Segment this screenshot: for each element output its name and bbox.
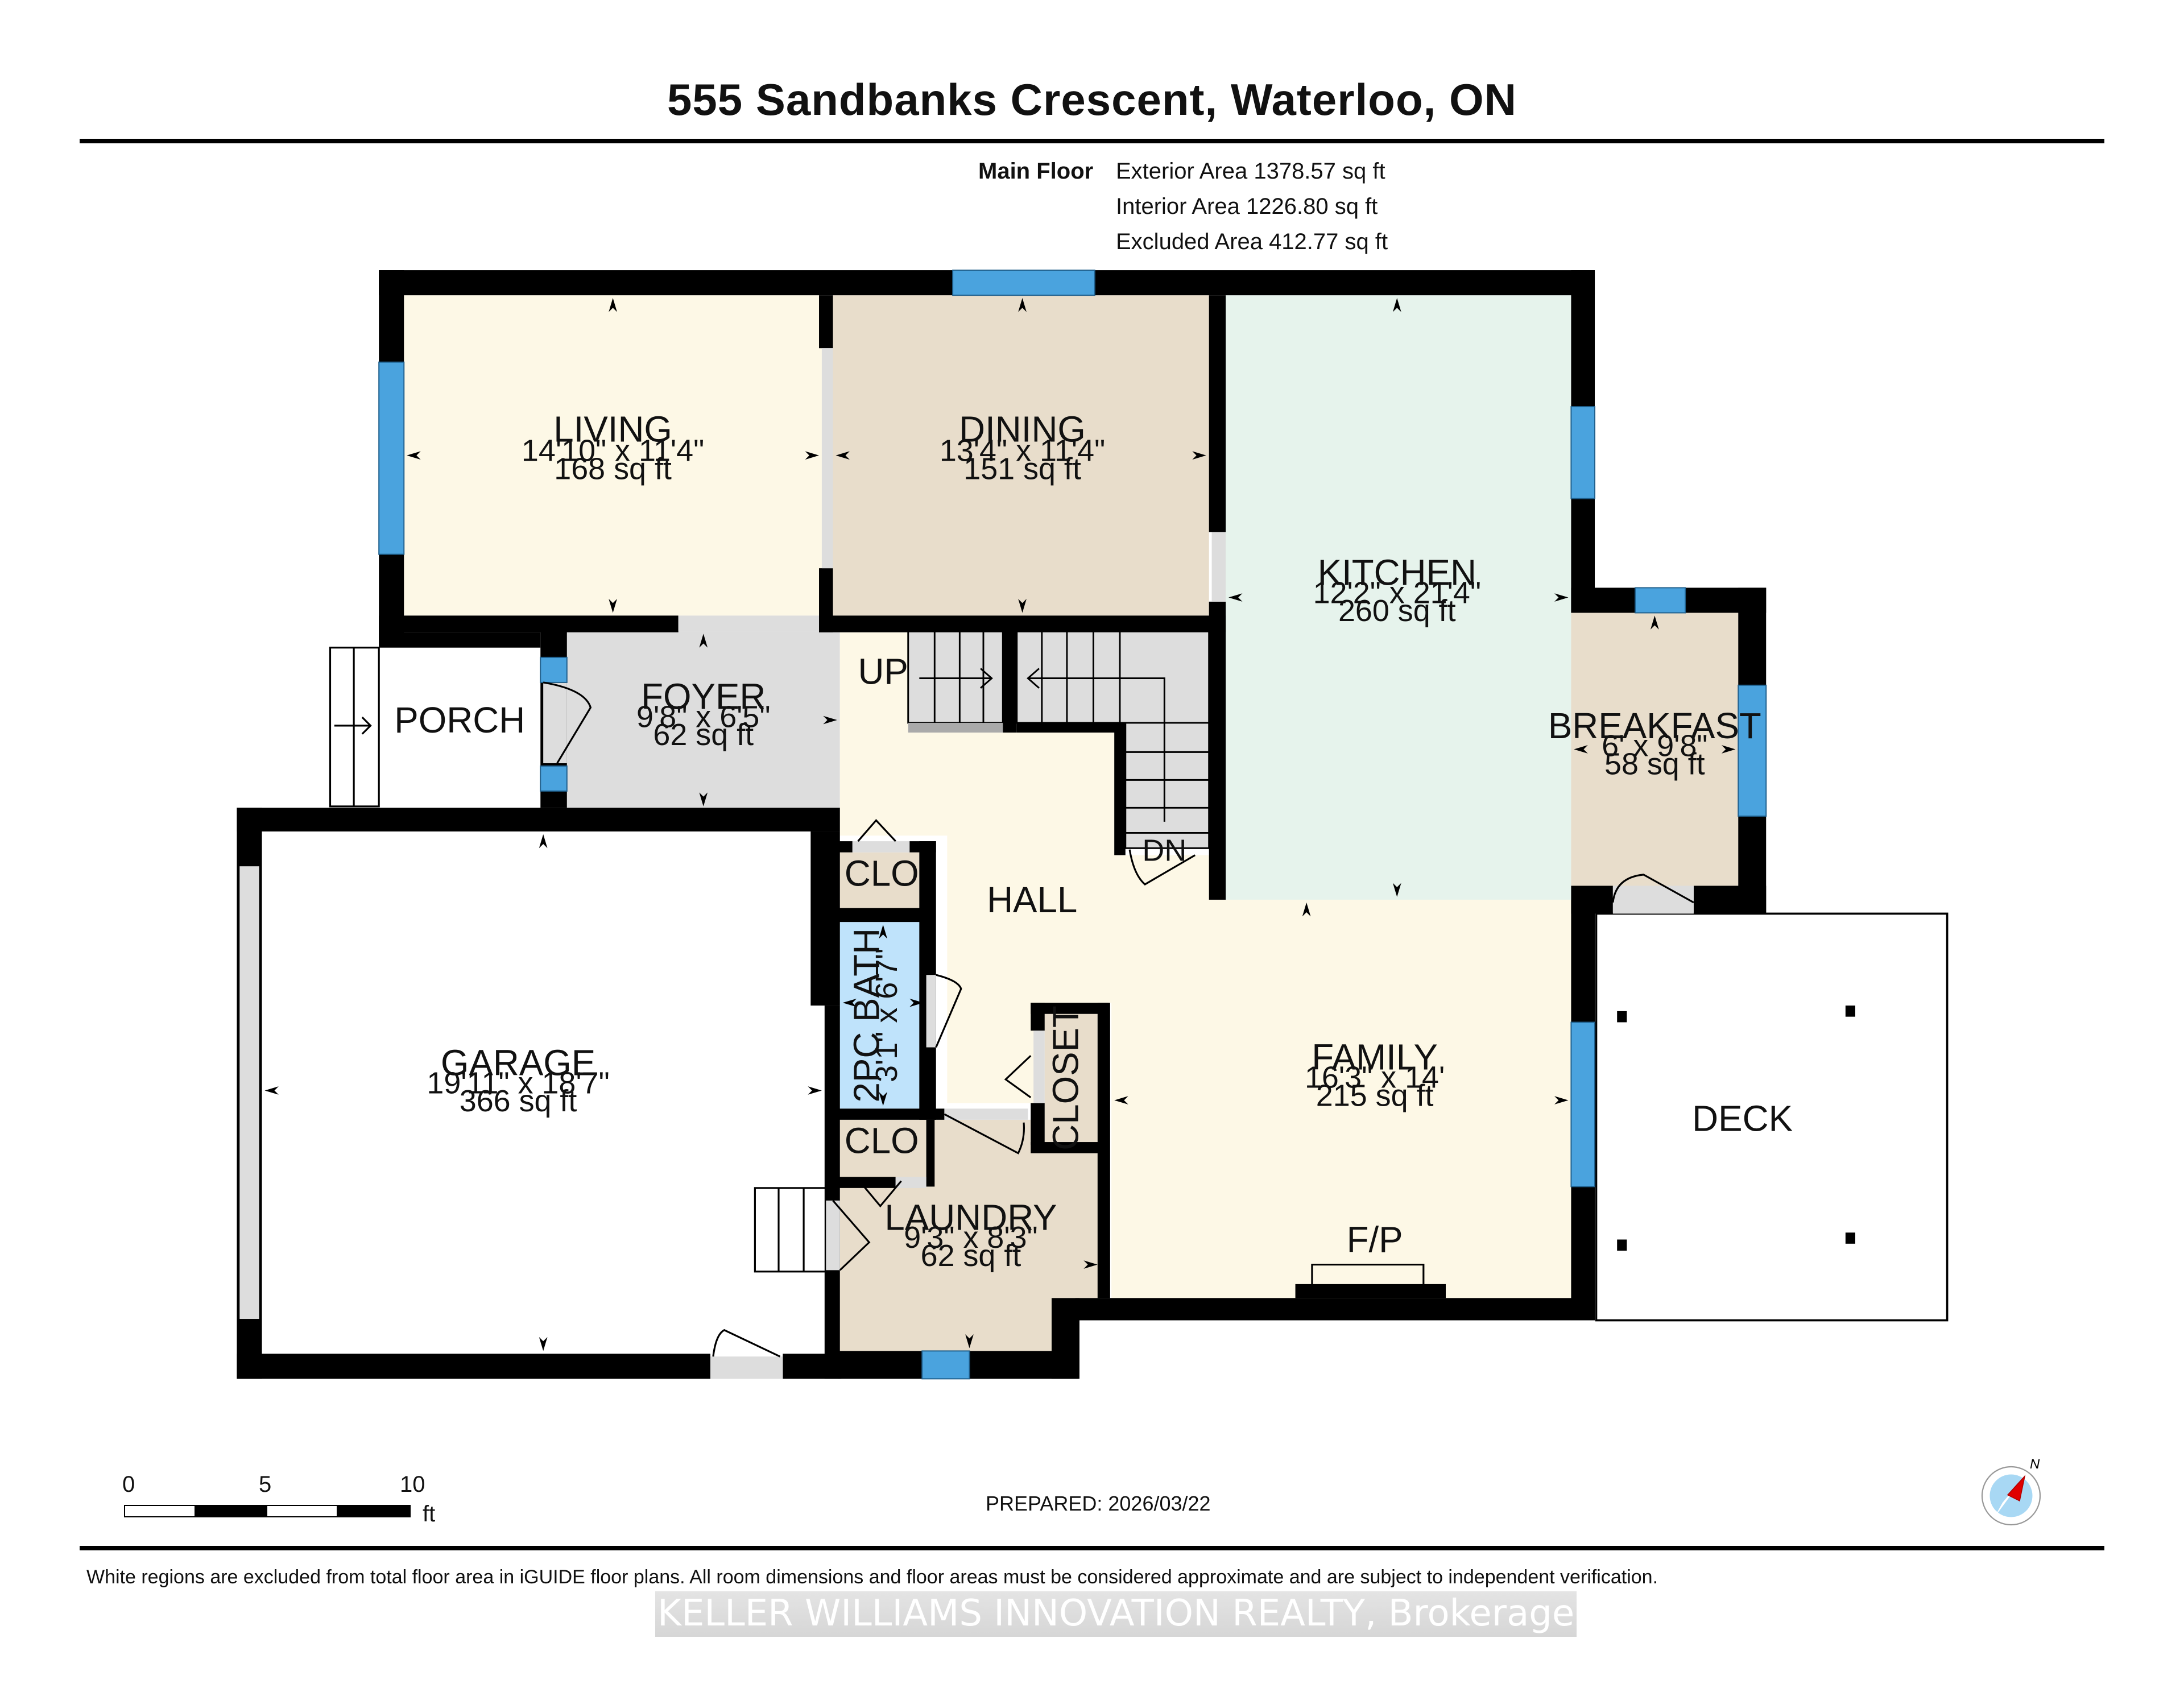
footer-divider	[80, 1546, 2104, 1550]
room-closet	[1044, 1013, 1098, 1143]
excluded-area: Excluded Area 412.77 sq ft	[1116, 229, 1388, 254]
windows	[378, 270, 1767, 1380]
svg-text:KITCHEN: KITCHEN	[1318, 553, 1476, 593]
svg-text:6' x 9'8": 6' x 9'8"	[1602, 729, 1707, 763]
svg-text:FOYER: FOYER	[641, 676, 766, 717]
garage-steps	[754, 1187, 829, 1273]
brokerage-watermark: KELLER WILLIAMS INNOVATION REALTY, Broke…	[655, 1591, 1577, 1637]
svg-text:LIVING: LIVING	[553, 409, 672, 449]
stairs-down-label: DN	[1142, 833, 1186, 867]
floor-label: Main Floor	[978, 159, 1094, 184]
page-title: 555 Sandbanks Crescent, Waterloo, ON	[667, 75, 1517, 125]
svg-text:13'4" x 11'4": 13'4" x 11'4"	[940, 434, 1105, 468]
label-bath: 2PC BATH 3'1" x 6'7"	[846, 928, 904, 1103]
compass-north-label: N	[2030, 1457, 2040, 1472]
room-living	[404, 295, 822, 616]
room-clo-upper	[839, 852, 920, 908]
label-laundry: LAUNDRY 9'3" x 8'3" 62 sq ft	[884, 1197, 1057, 1273]
room-kitchen	[1226, 295, 1571, 900]
label-clo-lower: CLO	[845, 1121, 919, 1161]
svg-text:GARAGE: GARAGE	[441, 1043, 595, 1083]
svg-text:366 sq ft: 366 sq ft	[460, 1084, 577, 1118]
stairs	[907, 630, 1210, 849]
exterior-area: Exterior Area 1378.57 sq ft	[1116, 159, 1385, 184]
stairs-up-label: UP	[858, 651, 908, 692]
room-clo-lower	[839, 1119, 926, 1178]
svg-text:62 sq ft: 62 sq ft	[921, 1239, 1021, 1273]
dimension-arrows	[264, 298, 1736, 1351]
svg-text:260 sq ft: 260 sq ft	[1338, 594, 1456, 628]
scale-tick-0: 0	[122, 1472, 135, 1497]
label-foyer: FOYER 9'8" x 6'5" 62 sq ft	[636, 676, 770, 752]
svg-text:62 sq ft: 62 sq ft	[653, 718, 754, 752]
interior-area: Interior Area 1226.80 sq ft	[1116, 194, 1378, 219]
label-fireplace: F/P	[1347, 1220, 1403, 1260]
label-living: LIVING 14'10" x 11'4" 168 sq ft	[522, 409, 704, 486]
room-foyer	[566, 631, 840, 809]
label-closet: CLOSET	[1046, 1006, 1086, 1151]
svg-text:12'2" x 21'4": 12'2" x 21'4"	[1313, 576, 1481, 610]
disclaimer: White regions are excluded from total fl…	[86, 1566, 1658, 1588]
svg-text:215 sq ft: 215 sq ft	[1316, 1078, 1434, 1112]
svg-text:FAMILY: FAMILY	[1312, 1037, 1438, 1078]
label-family: FAMILY 16'3" x 14' 215 sq ft	[1305, 1037, 1445, 1113]
scale-unit: ft	[423, 1501, 436, 1526]
scale-bar: 0 5 10 ft	[122, 1472, 441, 1540]
scale-tick-10: 10	[400, 1472, 425, 1497]
header-divider	[80, 139, 2104, 143]
label-kitchen: KITCHEN 12'2" x 21'4" 260 sq ft	[1313, 553, 1481, 628]
svg-text:DINING: DINING	[959, 409, 1086, 449]
deck	[1595, 912, 1949, 1322]
svg-text:3'1" x 6'7": 3'1" x 6'7"	[870, 948, 904, 1082]
compass-icon: N	[1981, 1457, 2041, 1526]
svg-text:LAUNDRY: LAUNDRY	[884, 1197, 1057, 1238]
label-garage: GARAGE 19'11" x 18'7" 366 sq ft	[427, 1043, 609, 1119]
label-dining: DINING 13'4" x 11'4" 151 sq ft	[940, 409, 1105, 486]
room-breakfast	[1571, 613, 1739, 886]
scale-tick-5: 5	[259, 1472, 272, 1497]
room-laundry	[839, 1119, 1101, 1351]
svg-text:58 sq ft: 58 sq ft	[1604, 747, 1705, 781]
label-breakfast: BREAKFAST 6' x 9'8" 58 sq ft	[1548, 706, 1761, 781]
svg-text:16'3" x 14': 16'3" x 14'	[1305, 1061, 1445, 1095]
svg-text:168 sq ft: 168 sq ft	[554, 452, 672, 486]
deck-posts	[1617, 1006, 1855, 1251]
svg-text:151 sq ft: 151 sq ft	[963, 452, 1081, 486]
svg-text:9'3" x 8'3": 9'3" x 8'3"	[904, 1221, 1037, 1255]
svg-text:2PC BATH: 2PC BATH	[846, 928, 887, 1103]
porch-steps	[329, 647, 380, 808]
openings	[239, 348, 1694, 1379]
room-bath	[839, 922, 926, 1109]
room-dining	[833, 295, 1209, 616]
svg-text:19'11" x 18'7": 19'11" x 18'7"	[427, 1066, 609, 1100]
room-family	[1111, 899, 1571, 1298]
label-hall: HALL	[987, 880, 1077, 920]
label-clo-upper: CLO	[845, 853, 919, 893]
label-deck: DECK	[1692, 1098, 1793, 1139]
door-swings	[543, 681, 1694, 1358]
svg-text:BREAKFAST: BREAKFAST	[1548, 706, 1761, 746]
svg-text:14'10" x 11'4": 14'10" x 11'4"	[522, 434, 704, 468]
label-porch: PORCH	[394, 700, 525, 740]
svg-text:9'8" x 6'5": 9'8" x 6'5"	[636, 700, 770, 734]
prepared-date: PREPARED: 2026/03/22	[986, 1492, 1211, 1515]
